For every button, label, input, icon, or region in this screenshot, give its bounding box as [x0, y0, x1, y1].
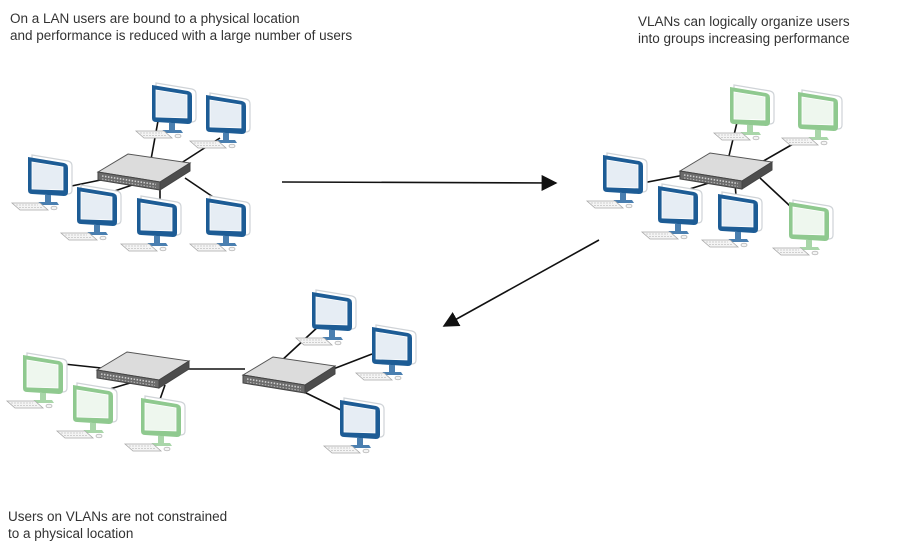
vlan-workstation-icon	[771, 199, 834, 256]
lan-workstation-icon	[119, 195, 182, 252]
vlan-caption-line-1: VLANs can logically organize users	[638, 14, 850, 29]
distributed-vlan-network-link	[279, 324, 321, 363]
vlan-workstation-icon	[712, 84, 775, 141]
lan-workstation-icon	[10, 154, 73, 211]
distributed-vlan-workstation-icon	[123, 395, 186, 452]
users-caption-line-2: to a physical location	[8, 526, 134, 541]
flow-arrow-right	[281, 174, 558, 191]
vlan-workstation-icon	[585, 152, 648, 209]
distributed-vlan-workstation-icon	[354, 324, 417, 381]
distributed-vlan-network-switch-icon	[241, 356, 337, 394]
distributed-vlan-network-link	[299, 389, 346, 413]
network-nodes	[5, 82, 843, 454]
distributed-vlan-network-switch-icon	[95, 351, 191, 389]
vlan-network-link	[759, 177, 791, 207]
distributed-vlan-workstation-icon	[294, 289, 357, 346]
lan-workstation-icon	[134, 82, 197, 139]
distributed-vlan-workstation-icon	[322, 397, 385, 454]
vlan-caption-line-2: into groups increasing performance	[638, 31, 850, 46]
vlan-network-switch-icon	[678, 152, 774, 190]
vlan-workstation-icon	[700, 191, 763, 248]
users-caption-line-1: Users on VLANs are not constrained	[8, 509, 228, 524]
vlan-workstation-icon	[640, 183, 703, 240]
lan-workstation-icon	[188, 195, 251, 252]
distributed-vlan-workstation-icon	[5, 352, 68, 409]
flow-arrows	[281, 174, 600, 327]
users-caption: Users on VLANs are not constrained to a …	[8, 508, 227, 542]
vlan-caption: VLANs can logically organize users into …	[638, 13, 850, 47]
lan-workstation-icon	[59, 184, 122, 241]
lan-workstation-icon	[188, 92, 251, 149]
lan-caption-line-1: On a LAN users are bound to a physical l…	[10, 11, 300, 26]
flow-arrow-down-left	[442, 239, 600, 327]
lan-network-switch-icon	[96, 153, 192, 191]
lan-caption: On a LAN users are bound to a physical l…	[10, 10, 352, 44]
distributed-vlan-workstation-icon	[55, 382, 118, 439]
lan-caption-line-2: and performance is reduced with a large …	[10, 28, 353, 43]
vlan-workstation-icon	[780, 89, 843, 146]
